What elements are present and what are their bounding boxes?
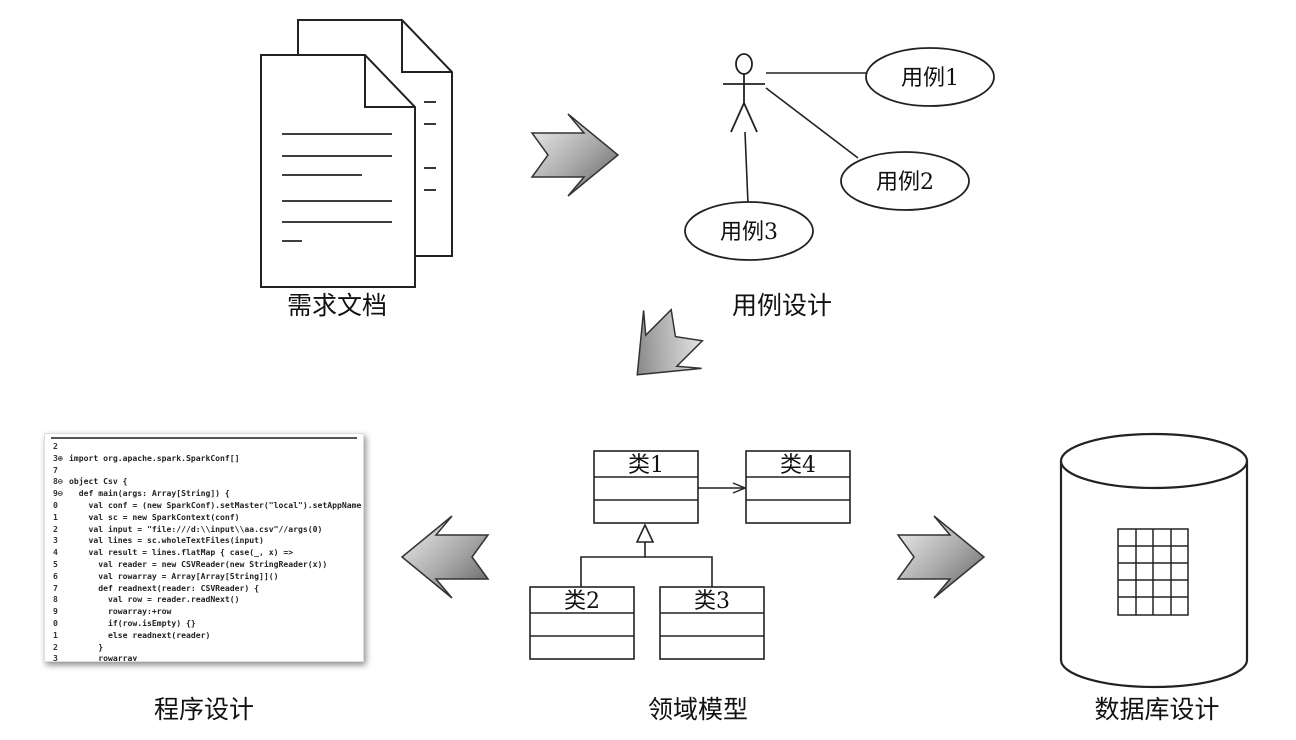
code-line-text: def main(args: Array[String]) { [69,488,230,499]
code-line-text: rowarray:+row [69,606,172,617]
arrow-right-icon [530,113,620,197]
code-line: 2 [53,441,363,453]
actor-figure [723,53,765,133]
code-line-number: 3⊕ [53,452,63,463]
code-line-text: val reader = new CSVReader(new StringRea… [69,558,328,569]
caption-program-design: 程序设计 [153,695,254,724]
code-line-text: val sc = new SparkContext(conf) [69,511,240,522]
code-line: 9⊖ def main(args: Array[String]) { [53,488,363,500]
use-case-label-3: 用例3 [720,220,778,245]
caption-requirements-doc: 需求文档 [286,291,387,320]
class-name-4: 类4 [780,453,816,478]
code-line-number: 6 [53,570,58,581]
requirements-document-icon [260,19,453,288]
code-line-text: import org.apache.spark.SparkConf[] [69,452,240,463]
code-line-text: rowarray [69,653,138,662]
arrow-left-icon [400,515,490,599]
code-line-text: val lines = sc.wholeTextFiles(input) [69,535,264,546]
arrow-right-icon [896,515,986,599]
code-line-number: 2 [53,523,58,534]
code-line-number: 0 [53,499,58,510]
code-line: 6 val rowarray = Array[Array[String]]() [53,571,363,583]
use-case-label-2: 用例2 [876,170,934,195]
caption-domain-model: 领域模型 [647,695,748,724]
code-line-text: val conf = (new SparkConf).setMaster("lo… [69,499,364,510]
code-line: 5 val reader = new CSVReader(new StringR… [53,559,363,571]
use-case-ellipse-3 [684,201,814,261]
class-name-2: 类2 [564,589,600,614]
code-line-number: 2 [53,441,58,451]
class-box-4 [745,450,851,524]
code-line-number: 3 [53,535,58,546]
class-name-1: 类1 [628,453,664,478]
code-line-number: 8 [53,594,58,605]
inheritance-triangle-icon [635,523,655,543]
class-diagram [529,450,851,660]
code-line: 3 val lines = sc.wholeTextFiles(input) [53,535,363,547]
code-line-text: } [69,641,104,652]
class-box-2 [529,586,635,660]
use-case-label-1: 用例1 [901,66,959,91]
code-line: 9 rowarray:+row [53,606,363,618]
database-table-grid-icon [1117,528,1189,616]
class-box-3 [659,586,765,660]
code-line-number: 7 [53,464,58,475]
code-line-number: 1 [53,629,58,640]
arrow-down-left-icon [636,308,704,376]
code-line-text: val rowarray = Array[Array[String]]() [69,570,279,581]
code-line-text: def readnext(reader: CSVReader) { [69,582,260,593]
code-line: 8⊖ object Csv { [53,476,363,488]
use-case-ellipse-1 [865,47,995,107]
code-line-number: 4 [53,547,58,558]
code-line: 7 def readnext(reader: CSVReader) { [53,583,363,595]
code-line: 1 val sc = new SparkContext(conf) [53,512,363,524]
class-box-1 [593,450,699,524]
code-line-text: else readnext(reader) [69,629,211,640]
code-line-text: val row = reader.readNext() [69,594,240,605]
code-line-number: 7 [53,582,58,593]
code-line: 0 if(row.isEmpty) {} [53,618,363,630]
code-line-number: 5 [53,558,58,569]
code-line-number: 1 [53,511,58,522]
code-line: 0 val conf = (new SparkConf).setMaster("… [53,500,363,512]
caption-database-design: 数据库设计 [1094,695,1220,724]
code-line-number: 9 [53,606,58,617]
code-line: 2 } [53,642,363,654]
use-case-diagram: 用例1 用例2 用例3 [684,47,995,261]
code-line: 7 [53,465,363,477]
code-line-number: 9⊖ [53,488,63,499]
code-line: 3⊕ import org.apache.spark.SparkConf[] [53,453,363,465]
class-name-3: 类3 [694,589,730,614]
database-icon [1059,432,1249,689]
code-line: 8 val row = reader.readNext() [53,594,363,606]
code-line-number: 3 [53,653,58,662]
use-case-ellipse-2 [840,151,970,211]
caption-use-case-design: 用例设计 [731,291,832,320]
code-line-text: object Csv { [69,476,128,487]
code-line-text: val result = lines.flatMap { case(_, x) … [69,547,294,558]
code-line-number: 8⊖ [53,476,63,487]
code-line: 2 val input = "file:///d:\\input\\aa.csv… [53,524,363,536]
code-line: 1 else readnext(reader) [53,630,363,642]
code-line: 3 rowarray [53,653,363,662]
code-line-number: 0 [53,617,58,628]
code-line-text: if(row.isEmpty) {} [69,617,196,628]
code-line: 4 val result = lines.flatMap { case(_, x… [53,547,363,559]
code-line-number: 2 [53,641,58,652]
code-line-text: val input = "file:///d:\\input\\aa.csv"/… [69,523,323,534]
